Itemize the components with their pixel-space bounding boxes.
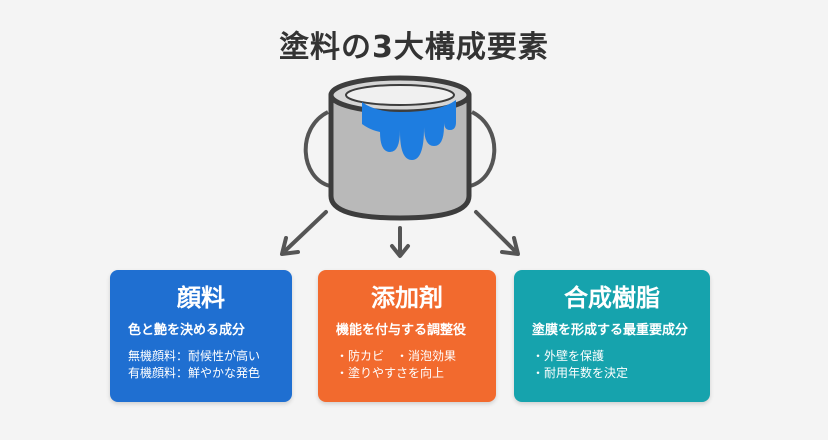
arrow-right-head [500,236,520,256]
bucket-handle-left [303,110,331,188]
paint-drip [362,100,456,160]
arrow-left-line [284,210,328,252]
card-detail: 無機顔料：耐候性が高い [128,349,261,363]
card-title: 顔料 [177,284,225,312]
arrow-right-line [474,210,516,252]
card-detail: ・防カビ ・消泡効果 [336,349,457,363]
card-pigment: 顔料 色と艶を決める成分 無機顔料：耐候性が高い 有機顔料：鮮やかな発色 [110,270,292,402]
card-detail: 有機顔料：鮮やかな発色 [128,366,261,380]
card-subtitle: 塗膜を形成する最重要成分 [532,323,689,338]
bucket-inner-rim [345,84,455,106]
card-title: 合成樹脂 [564,284,660,312]
card-title: 添加剤 [371,284,443,312]
card-detail: ・耐用年数を決定 [532,366,629,380]
card-subtitle: 機能を付与する調整役 [336,323,467,338]
card-details: ・外壁を保護 ・耐用年数を決定 [532,348,710,382]
card-additive: 添加剤 機能を付与する調整役 ・防カビ ・消泡効果 ・塗りやすさを向上 [318,270,496,402]
card-details: 無機顔料：耐候性が高い 有機顔料：鮮やかな発色 [128,348,292,382]
arrow-down-icon [280,210,520,258]
card-detail: ・塗りやすさを向上 [336,366,445,380]
arrow-left-head [280,236,300,256]
card-resin: 合成樹脂 塗膜を形成する最重要成分 ・外壁を保護 ・耐用年数を決定 [514,270,710,402]
card-detail: ・外壁を保護 [532,349,605,363]
card-subtitle: 色と艶を決める成分 [128,323,246,338]
card-details: ・防カビ ・消泡効果 ・塗りやすさを向上 [336,348,496,382]
paint-bucket-icon [303,75,497,221]
bucket-handle-right [469,110,497,188]
arrow-center-head [390,244,410,258]
diagram-title: 塗料の3大構成要素 [279,30,549,65]
